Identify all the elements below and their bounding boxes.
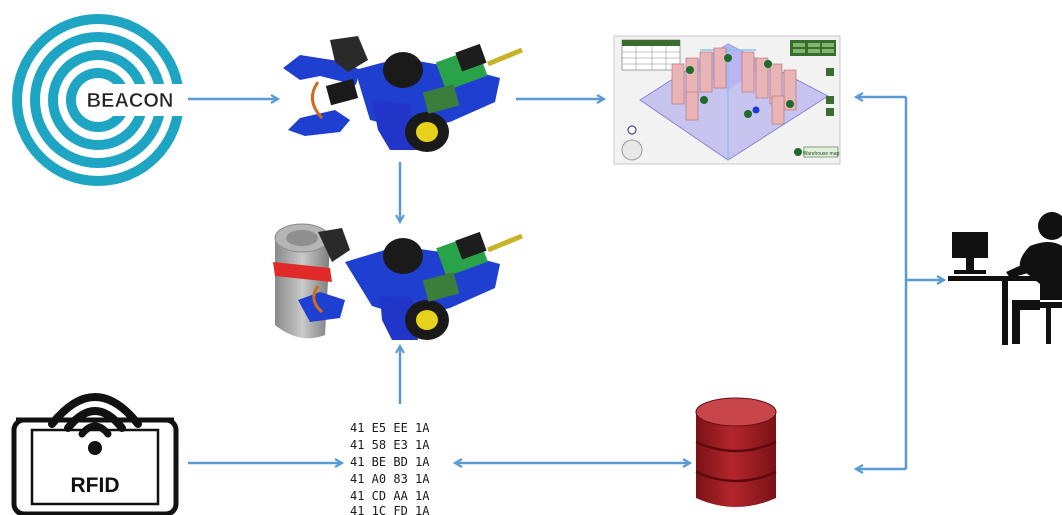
map-data-table [621, 39, 681, 71]
warehouse-map-screen: Warehouse map [613, 35, 841, 165]
rfid-code: 41 BE BD 1A [350, 455, 430, 469]
map-zoom-icon [627, 125, 637, 135]
beacon-label: BEACON [87, 90, 174, 112]
beacon-icon: BEACON [12, 14, 188, 186]
rfid-code: 41 CD AA 1A [350, 489, 430, 503]
map-toolbar [790, 40, 836, 56]
operator-workstation-icon [948, 212, 1062, 345]
rfid-icon: RFID [11, 393, 179, 515]
database-icon [695, 397, 777, 507]
flow-arrows [188, 97, 944, 469]
robot-carrying-load [273, 223, 523, 340]
rfid-code: 41 E5 EE 1A [350, 421, 430, 435]
rfid-code-list: 41 E5 EE 1A 41 58 E3 1A 41 BE BD 1A 41 A… [350, 421, 430, 515]
map-button-label: Warehouse map [803, 151, 840, 157]
rfid-label: RFID [71, 474, 120, 497]
rfid-code: 41 A0 83 1A [350, 472, 430, 486]
robot-gripper-open [283, 36, 523, 152]
map-pan-control-icon [621, 139, 643, 161]
map-button [803, 146, 839, 158]
rfid-code: 41 1C FD 1A [350, 504, 430, 515]
rfid-code: 41 58 E3 1A [350, 438, 430, 452]
